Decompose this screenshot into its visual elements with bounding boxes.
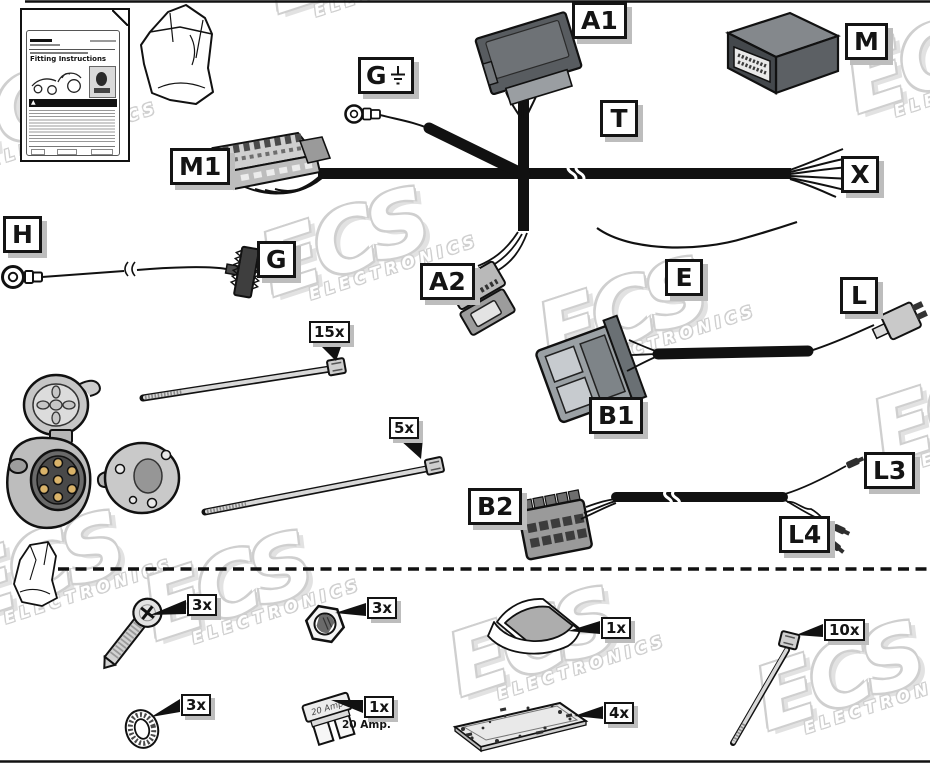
label-a1: A1 [572, 2, 627, 39]
wire-break-mark [131, 261, 136, 277]
label-m1: M1 [170, 148, 231, 185]
main-harness [318, 100, 791, 231]
pointer-fuse [331, 700, 363, 713]
connector-g-clip [224, 245, 265, 299]
pointer-10x [796, 624, 823, 637]
label-g-ground-text: G [366, 61, 387, 90]
pointer-5x [400, 438, 423, 459]
page-fold-corner [112, 10, 128, 26]
harness-break-mark [566, 161, 578, 186]
label-b2: B2 [468, 488, 523, 525]
connector-b2 [517, 489, 593, 561]
label-g: G [257, 241, 296, 278]
label-m: M [845, 23, 888, 60]
label-qty-cable-tie-short: 10x [824, 619, 865, 641]
b2-l3-l4-lead [517, 456, 865, 561]
nut [304, 604, 346, 644]
wire-ends-x [789, 148, 853, 198]
screw [103, 597, 163, 670]
socket-pins [38, 457, 78, 503]
label-a2: A2 [420, 263, 475, 300]
cable-tie-5x [201, 438, 445, 516]
harness-break-mark [574, 161, 586, 186]
pointer-nut [335, 603, 366, 616]
warning-icon: ▲ [31, 99, 37, 106]
earth-lead-h-g [1, 245, 265, 299]
label-l: L [840, 277, 878, 314]
harness-break-mark [663, 487, 673, 509]
label-qty-screw: 3x [187, 594, 218, 616]
warning-bar: ▲ [29, 99, 117, 107]
label-l3: L3 [864, 452, 916, 489]
label-qty-cloth: 1x [601, 617, 632, 639]
pointer-cloth [568, 621, 600, 634]
pointer-washer [151, 699, 180, 717]
booklet-inset-image [89, 66, 116, 98]
label-qty-fuse: 1x [364, 696, 395, 718]
pointer-15x [318, 341, 343, 361]
label-b1: B1 [589, 397, 644, 434]
booklet-title: Fitting Instructions [30, 55, 107, 63]
connector-l [871, 301, 928, 341]
label-qty-washer: 3x [181, 694, 212, 716]
socket-gasket [96, 441, 181, 515]
label-e: E [665, 259, 703, 296]
ground-icon [390, 66, 405, 85]
harness-break-mark [671, 487, 681, 509]
pointer-screw [150, 600, 186, 615]
adhesive-pad [452, 701, 589, 753]
label-qty-cable-tie-long: 15x [309, 321, 350, 343]
cable-tie-10x [730, 624, 823, 746]
instruction-booklet: Fitting Instructions ▲ [20, 8, 130, 162]
abrasive-cloth [487, 598, 581, 655]
terminal-l3 [846, 456, 865, 469]
lock-washer [124, 709, 160, 749]
connector-a1 [474, 11, 583, 119]
plastic-bag-small [13, 541, 58, 607]
label-l4: L4 [779, 516, 831, 553]
label-g-ground: G [358, 57, 414, 94]
label-qty-pad: 4x [604, 702, 635, 724]
booklet-cover: Fitting Instructions ▲ [26, 30, 120, 156]
wire-break-mark [124, 261, 129, 277]
fuse-rating-caption: 20 Amp. [342, 719, 391, 731]
plastic-bag-large [140, 4, 214, 105]
pad-speckles [461, 704, 573, 743]
pointer-pad [574, 706, 603, 719]
ring-terminal-ground [344, 104, 431, 130]
connector-m1 [211, 131, 332, 195]
terminal-l4 [828, 524, 851, 554]
socket-7pin [5, 373, 101, 530]
label-h: H [3, 216, 42, 253]
cable-tie-15x [139, 341, 347, 402]
wire-e [596, 220, 798, 249]
label-t: T [600, 100, 638, 137]
label-qty-nut: 3x [367, 597, 398, 619]
module-m [725, 11, 841, 95]
booklet-footer [29, 146, 115, 155]
car-trailer-sketch-icon [29, 66, 89, 96]
label-qty-cable-tie-medium: 5x [389, 417, 420, 439]
label-x: X [841, 156, 879, 193]
booklet-body-text [29, 110, 115, 143]
